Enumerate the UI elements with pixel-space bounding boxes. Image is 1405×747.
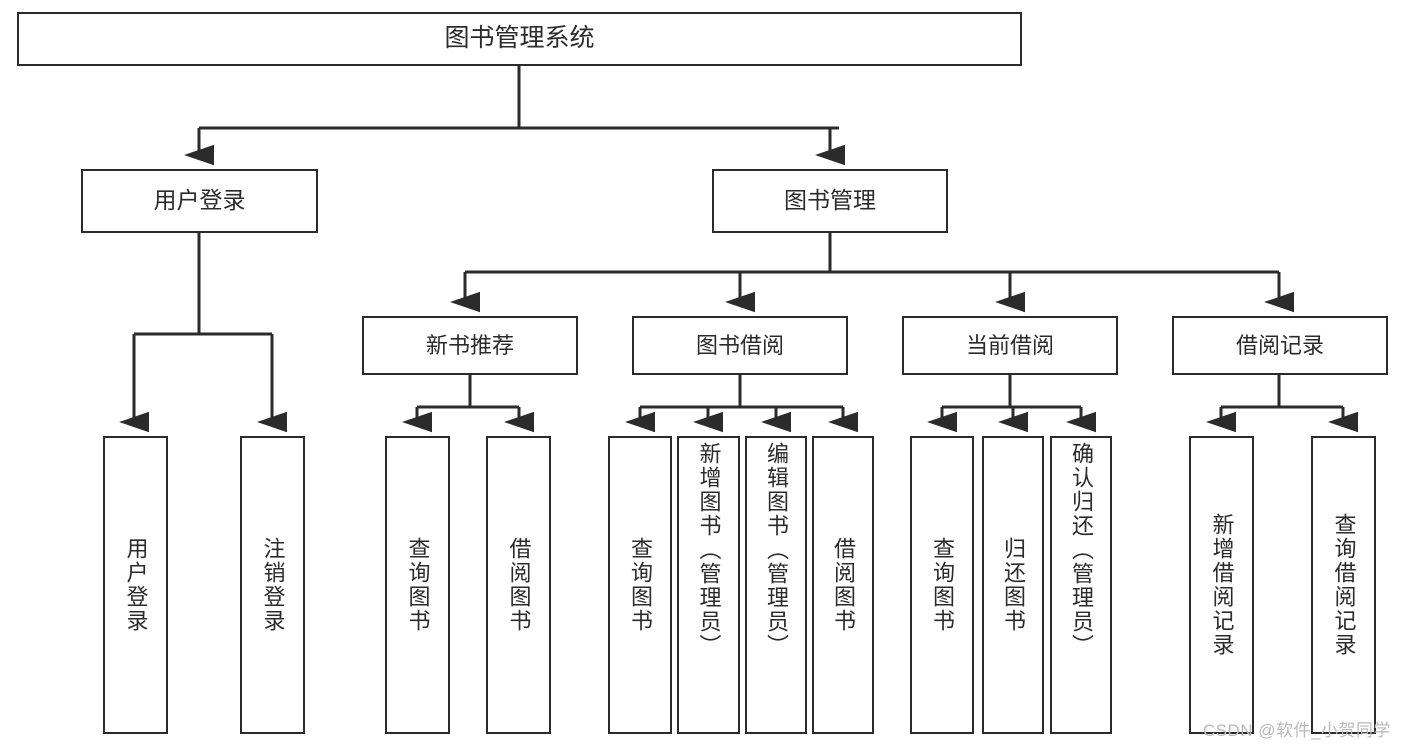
- node-leaf-borrow-book-borrow[interactable]: 借阅图书: [812, 436, 874, 734]
- node-borrow-record[interactable]: 借阅记录: [1172, 316, 1388, 375]
- node-new-book-recommend-label: 新书推荐: [425, 332, 514, 358]
- node-leaf-edit-book-admin[interactable]: 编辑图书（管理员）: [745, 436, 807, 734]
- node-leaf-borrow-book-recommend-label: 借阅图书: [506, 537, 532, 633]
- node-leaf-return-book-label: 归还图书: [1001, 537, 1026, 633]
- node-user-login-label: 用户登录: [153, 187, 246, 214]
- connector-borrow-record-to-leaves: [1206, 375, 1358, 433]
- node-book-borrow[interactable]: 图书借阅: [632, 316, 848, 375]
- node-leaf-query-book-borrow-label: 查询图书: [628, 537, 653, 633]
- node-leaf-add-borrow-record-label: 新增借阅记录: [1209, 513, 1235, 657]
- connector-root-to-level1: [184, 66, 845, 166]
- node-user-login[interactable]: 用户登录: [81, 169, 318, 233]
- node-leaf-confirm-return-admin-label: 确认归还（管理员）: [1069, 442, 1094, 658]
- node-leaf-query-book-recommend-label: 查询图书: [405, 537, 431, 633]
- connector-book-borrow-to-leaves: [625, 375, 858, 433]
- connector-book-management-to-level2: [450, 233, 1294, 313]
- node-leaf-user-login[interactable]: 用户登录: [103, 436, 168, 734]
- node-book-management[interactable]: 图书管理: [712, 169, 948, 233]
- node-borrow-record-label: 借阅记录: [1235, 332, 1324, 358]
- node-book-borrow-label: 图书借阅: [695, 332, 784, 358]
- node-leaf-add-book-admin[interactable]: 新增图书（管理员）: [677, 436, 740, 734]
- node-leaf-borrow-book-recommend[interactable]: 借阅图书: [486, 436, 551, 734]
- node-leaf-user-login-label: 用户登录: [123, 537, 149, 633]
- node-current-borrow[interactable]: 当前借阅: [902, 316, 1118, 375]
- node-book-management-label: 图书管理: [784, 187, 876, 214]
- node-leaf-confirm-return-admin[interactable]: 确认归还（管理员）: [1050, 436, 1112, 734]
- node-leaf-logout-label: 注销登录: [260, 537, 286, 633]
- node-leaf-borrow-book-borrow-label: 借阅图书: [831, 537, 856, 633]
- node-root-book-management-system[interactable]: 图书管理系统: [17, 12, 1022, 66]
- node-leaf-query-book-current[interactable]: 查询图书: [910, 436, 974, 734]
- node-leaf-query-book-borrow[interactable]: 查询图书: [608, 436, 672, 734]
- node-leaf-query-book-current-label: 查询图书: [930, 537, 955, 633]
- node-new-book-recommend[interactable]: 新书推荐: [362, 316, 578, 375]
- connector-new-book-recommend-to-leaves: [402, 375, 534, 433]
- node-leaf-query-book-recommend[interactable]: 查询图书: [385, 436, 450, 734]
- node-leaf-query-borrow-record-label: 查询借阅记录: [1331, 513, 1357, 657]
- node-leaf-return-book[interactable]: 归还图书: [982, 436, 1044, 734]
- connector-user-login-to-leaves: [119, 233, 287, 433]
- node-leaf-query-borrow-record[interactable]: 查询借阅记录: [1311, 436, 1376, 734]
- node-root-label: 图书管理系统: [444, 24, 595, 53]
- watermark-text: CSDN @软件_小贺同学: [1202, 721, 1391, 740]
- node-leaf-logout[interactable]: 注销登录: [240, 436, 305, 734]
- node-leaf-edit-book-admin-label: 编辑图书（管理员）: [764, 442, 789, 658]
- node-current-borrow-label: 当前借阅: [965, 332, 1054, 358]
- node-leaf-add-borrow-record[interactable]: 新增借阅记录: [1189, 436, 1254, 734]
- node-leaf-add-book-admin-label: 新增图书（管理员）: [696, 442, 722, 658]
- connector-current-borrow-to-leaves: [927, 375, 1096, 433]
